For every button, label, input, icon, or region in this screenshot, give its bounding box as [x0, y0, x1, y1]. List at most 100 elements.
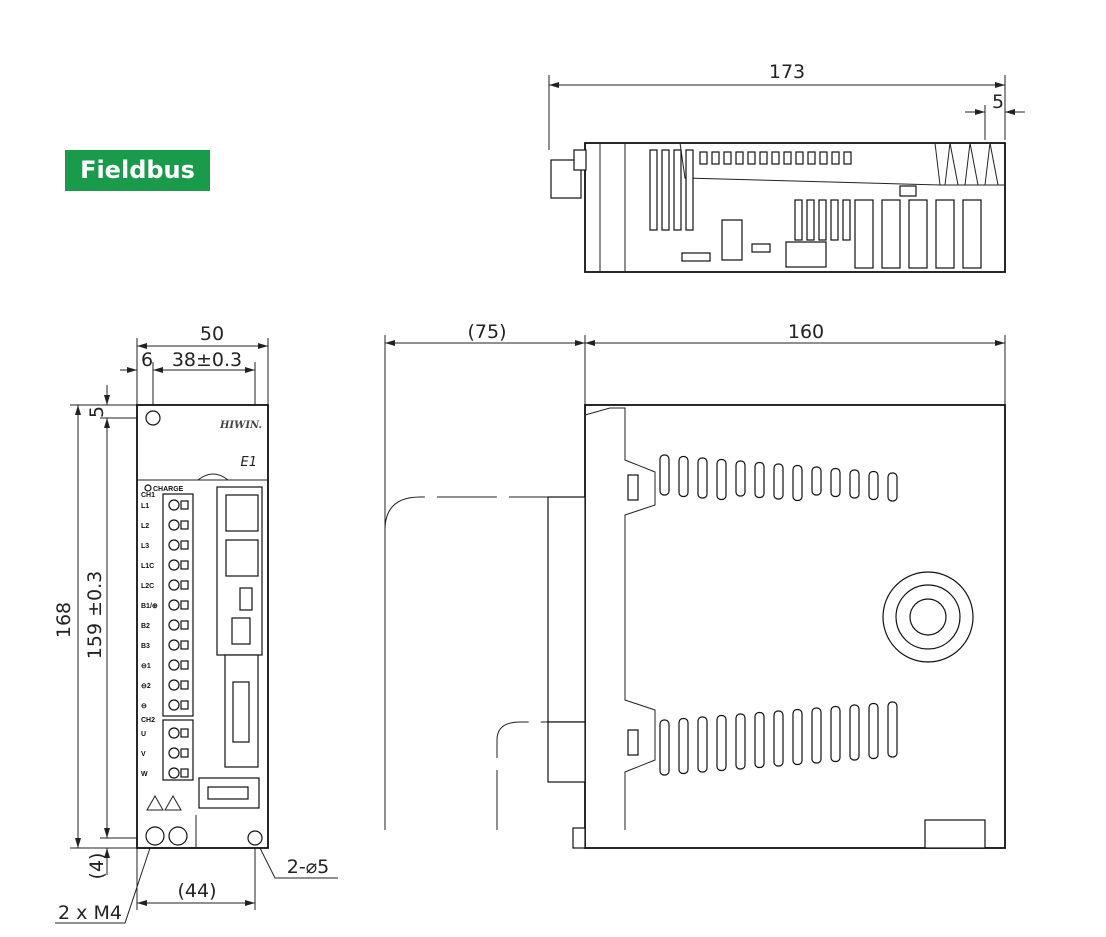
terminal-label: B1/⊕ [141, 603, 158, 610]
ch2-label: CH2 [141, 717, 155, 724]
top-width-dim: 173 [769, 61, 805, 83]
vent-slot [773, 710, 784, 767]
heatsink-fin [908, 199, 928, 269]
vent-slot [678, 455, 689, 498]
terminal-screw-icon [168, 539, 180, 551]
vent-slot [792, 464, 803, 502]
bottom-width-dim: (44) [177, 880, 216, 902]
vent-slot [771, 151, 780, 165]
vent-slot [849, 704, 860, 761]
ch1-terminal-side [547, 496, 586, 723]
model-label: E1 [241, 455, 258, 470]
terminal-label: L3 [141, 543, 149, 550]
top-view: 173 5 [548, 61, 1025, 273]
vent-slot [759, 151, 768, 165]
vent-slot [773, 463, 784, 500]
vent-slot [711, 151, 720, 165]
fin-dim: 5 [992, 91, 1004, 113]
vent-slot [649, 149, 658, 231]
vent-slot [754, 461, 765, 499]
cable-dim: (75) [467, 321, 506, 343]
terminal-label: ⊖ [141, 703, 147, 710]
vent-slot [735, 713, 746, 770]
vent-slot [697, 716, 708, 773]
vent-slot [673, 149, 682, 231]
terminal-screw-icon [168, 619, 180, 631]
io-port [231, 617, 251, 645]
brand-logo: HIWIN. [219, 420, 262, 431]
heatsink-fin [854, 199, 874, 269]
terminal-label: W [141, 771, 148, 778]
vent-slot [659, 719, 670, 776]
vent-slot [747, 151, 756, 165]
vent-slot [819, 151, 828, 165]
vent-slot [868, 702, 879, 760]
terminal-label: V [141, 751, 146, 758]
vent-slot [811, 707, 822, 764]
ethernet-port-in [225, 539, 259, 577]
hole-pitch-dim: 38±0.3 [172, 349, 242, 371]
terminal-label: ⊖1 [141, 663, 151, 670]
terminal-screw-icon [168, 699, 180, 711]
terminal-label: ⊖2 [141, 683, 151, 690]
bottom-dim: (4) [86, 853, 108, 880]
ground-screw-icon [145, 826, 165, 846]
terminal-label: L1C [141, 563, 154, 570]
ch1-label: CH1 [141, 492, 155, 499]
vent-slot [818, 199, 827, 241]
heatsink-fin [935, 199, 955, 269]
vent-slot [843, 151, 852, 165]
terminal-screw-icon [168, 727, 180, 739]
vent-slot [811, 466, 822, 496]
fan-icon [882, 571, 974, 663]
vent-slot [807, 151, 816, 165]
vent-slot [699, 151, 708, 165]
ch2-terminal-side [547, 721, 586, 783]
terminal-label: U [141, 731, 146, 738]
screw-label: 2 x M4 [58, 902, 122, 924]
hole-height-dim: 159 ±0.3 [84, 571, 106, 659]
terminal-label: L1 [141, 503, 149, 510]
terminal-screw-icon [168, 579, 180, 591]
terminal-screw-icon [168, 767, 180, 779]
terminal-screw-icon [168, 599, 180, 611]
depth-dim: 160 [788, 321, 824, 343]
vent-slot [830, 199, 839, 241]
vent-slot [754, 711, 765, 769]
terminal-label: B3 [141, 643, 150, 650]
offset-dim: 6 [141, 349, 153, 371]
vent-slot [792, 708, 803, 766]
vent-slot [716, 458, 727, 501]
vent-slot [716, 714, 727, 772]
top-hole-dim: 5 [86, 406, 108, 418]
vent-slot [659, 454, 670, 496]
terminal-screw-icon [168, 499, 180, 511]
vent-slot [868, 470, 879, 501]
fieldbus-badge: Fieldbus [65, 150, 210, 191]
vent-slot [783, 151, 792, 165]
charge-label: CHARGE [153, 486, 184, 493]
vent-slot [735, 151, 744, 165]
vent-slot [830, 705, 841, 763]
vent-slot [795, 151, 804, 165]
vent-slot [678, 717, 689, 775]
ethernet-port-out [225, 494, 259, 532]
vent-slot [685, 149, 694, 231]
vent-slot [723, 151, 732, 165]
terminal-screw-icon [168, 747, 180, 759]
side-view: (75) 160 [384, 321, 1006, 849]
terminal-screw-icon [168, 559, 180, 571]
usb-port [239, 587, 253, 611]
vent-slot [830, 467, 841, 498]
height-dim: 168 [53, 602, 75, 638]
front-width-dim: 50 [200, 323, 224, 345]
vent-slot [887, 472, 898, 502]
heatsink-fin [962, 199, 982, 269]
vent-slot [735, 460, 746, 497]
front-view: 50 6 38±0.3 168 159 ±0.3 5 (4) (44) 2 x … [53, 323, 338, 924]
vent-slot [842, 199, 851, 241]
vent-slot [887, 701, 898, 758]
vent-slot [661, 149, 670, 231]
warning-icon [146, 794, 182, 811]
vent-slot [806, 199, 815, 241]
